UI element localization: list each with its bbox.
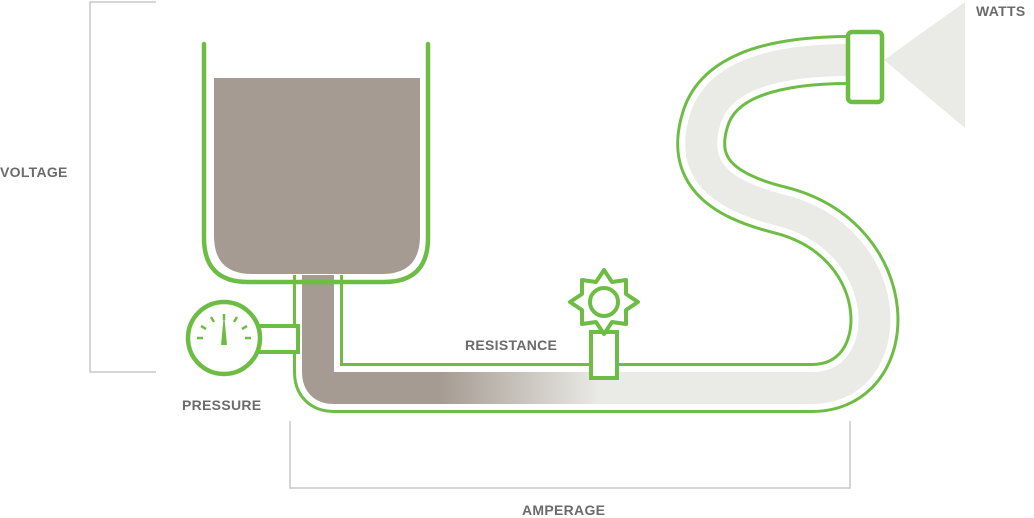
amperage-bracket (289, 421, 851, 489)
resistance-label: RESISTANCE (465, 337, 558, 353)
pipe (293, 35, 900, 413)
tank-water (214, 78, 420, 274)
pipe-water-flow (302, 275, 600, 404)
voltage-bracket (89, 1, 156, 373)
pressure-label: PRESSURE (182, 397, 262, 413)
pipe-empty (596, 44, 891, 404)
water-spray (884, 2, 965, 128)
resistance-valve (568, 268, 640, 380)
nozzle (845, 2, 965, 128)
pressure-gauge (185, 299, 300, 377)
watts-label: WATTS (976, 3, 1026, 19)
gauge-needle (221, 313, 227, 345)
voltage-label: VOLTAGE (0, 164, 68, 180)
amperage-label: AMPERAGE (522, 502, 606, 518)
water-tank (201, 41, 431, 285)
